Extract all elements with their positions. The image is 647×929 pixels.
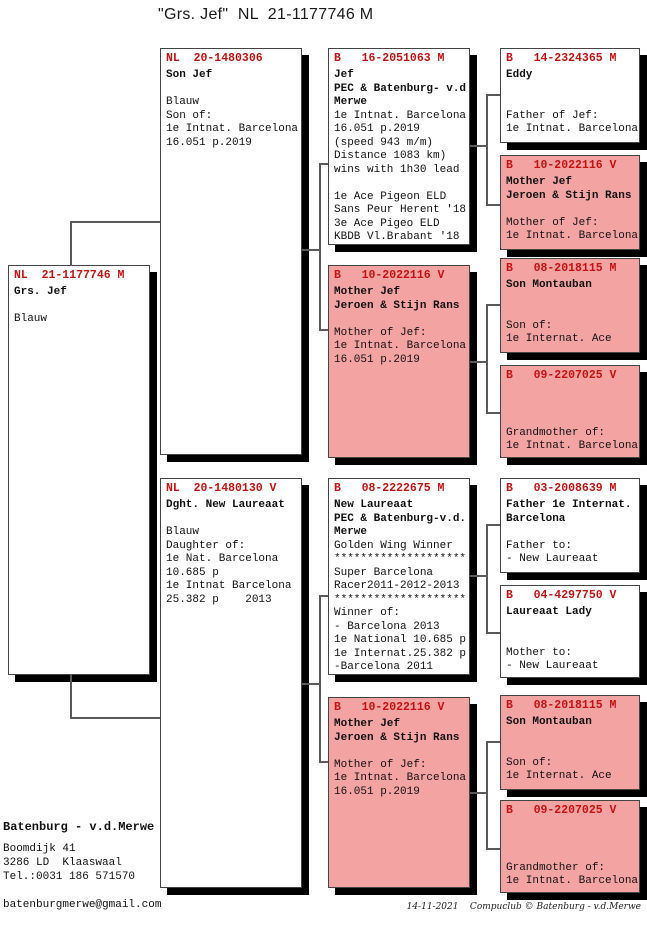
connector-line	[70, 221, 160, 223]
connector-line	[319, 595, 328, 597]
connector-line	[70, 674, 72, 719]
pedigree-box-body: Grs. Jef Blauw	[14, 286, 67, 325]
ring-number: B 10-2022116 V	[334, 269, 445, 282]
connector-line	[319, 329, 328, 331]
connector-line	[486, 848, 500, 850]
pedigree-box-body: Eddy Father of Jef:1e Intnat. Barcelona	[506, 69, 639, 135]
connector-line	[470, 145, 487, 147]
pedigree-box-dam-sire-sire: B 03-2008639 M Father 1e Internat.Barcel…	[500, 478, 640, 573]
pedigree-box-subject: NL 21-1177746 M Grs. Jef Blauw	[8, 265, 150, 675]
footer-credit: 14-11-2021 Compuclub © Batenburg - v.d.M…	[406, 902, 641, 912]
ring-number: B 09-2207025 V	[506, 804, 617, 817]
connector-line	[486, 94, 500, 96]
ring-number: B 16-2051063 M	[334, 52, 445, 65]
pedigree-box-dam-dam-sire: B 08-2018115 M Son Montauban Son of:1e I…	[500, 695, 640, 790]
connector-line	[470, 792, 487, 794]
connector-line	[486, 524, 500, 526]
connector-line	[486, 524, 488, 634]
pedigree-box-dam-dam-dam: B 09-2207025 V Grandmother of:1e Intnat.…	[500, 800, 640, 893]
page-title: "Grs. Jef" NL 21-1177746 M	[158, 6, 374, 23]
owner-name: Batenburg - v.d.Merwe	[3, 820, 155, 834]
pedigree-box-body: Laureaat Lady Mother to:- New Laureaat	[506, 606, 599, 672]
connector-line	[70, 221, 72, 266]
connector-line	[486, 412, 500, 414]
pedigree-box-body: Grandmother of:1e Intnat. Barcelona	[506, 861, 639, 888]
connector-line	[302, 249, 320, 251]
connector-line	[319, 761, 328, 763]
connector-line	[486, 632, 500, 634]
ring-number: B 03-2008639 M	[506, 482, 617, 495]
connector-line	[486, 304, 500, 306]
ring-number: NL 21-1177746 M	[14, 269, 125, 282]
pedigree-box-body: Son Montauban Son of:1e Internat. Ace	[506, 279, 612, 345]
connector-line	[302, 683, 320, 685]
pedigree-box-body: Grandmother of:1e Intnat. Barcelona	[506, 426, 639, 453]
connector-line	[486, 94, 488, 206]
pedigree-box-body: Son Montauban Son of:1e Internat. Ace	[506, 716, 612, 782]
pedigree-box-dam-sire-dam: B 04-4297750 V Laureaat Lady Mother to:-…	[500, 585, 640, 678]
ring-number: NL 20-1480306	[166, 52, 263, 65]
ring-number: B 04-4297750 V	[506, 589, 617, 602]
pedigree-box-sire-sire-sire: B 14-2324365 M Eddy Father of Jef:1e Int…	[500, 48, 640, 143]
pedigree-box-sire-dam-sire: B 08-2018115 M Son Montauban Son of:1e I…	[500, 258, 640, 353]
ring-number: B 08-2018115 M	[506, 262, 617, 275]
connector-line	[319, 163, 328, 165]
ring-number: B 09-2207025 V	[506, 369, 617, 382]
pedigree-box-body: Father 1e Internat.Barcelona Father to:-…	[506, 499, 632, 565]
connector-line	[486, 304, 488, 414]
ring-number: B 14-2324365 M	[506, 52, 617, 65]
pedigree-box-sire-dam-dam: B 09-2207025 V Grandmother of:1e Intnat.…	[500, 365, 640, 458]
connector-line	[486, 741, 488, 850]
connector-line	[319, 595, 321, 763]
ring-number: B 10-2022116 V	[506, 159, 617, 172]
pedigree-box-dam: NL 20-1480130 V Dght. New Laureaat Blauw…	[160, 478, 302, 888]
connector-line	[470, 575, 487, 577]
ring-number: B 08-2018115 M	[506, 699, 617, 712]
connector-line	[319, 163, 321, 331]
ring-number: B 08-2222675 M	[334, 482, 445, 495]
connector-line	[70, 717, 160, 719]
ring-number: B 10-2022116 V	[334, 701, 445, 714]
connector-line	[470, 361, 487, 363]
connector-line	[486, 741, 500, 743]
connector-line	[486, 204, 500, 206]
ring-number: NL 20-1480130 V	[166, 482, 277, 495]
